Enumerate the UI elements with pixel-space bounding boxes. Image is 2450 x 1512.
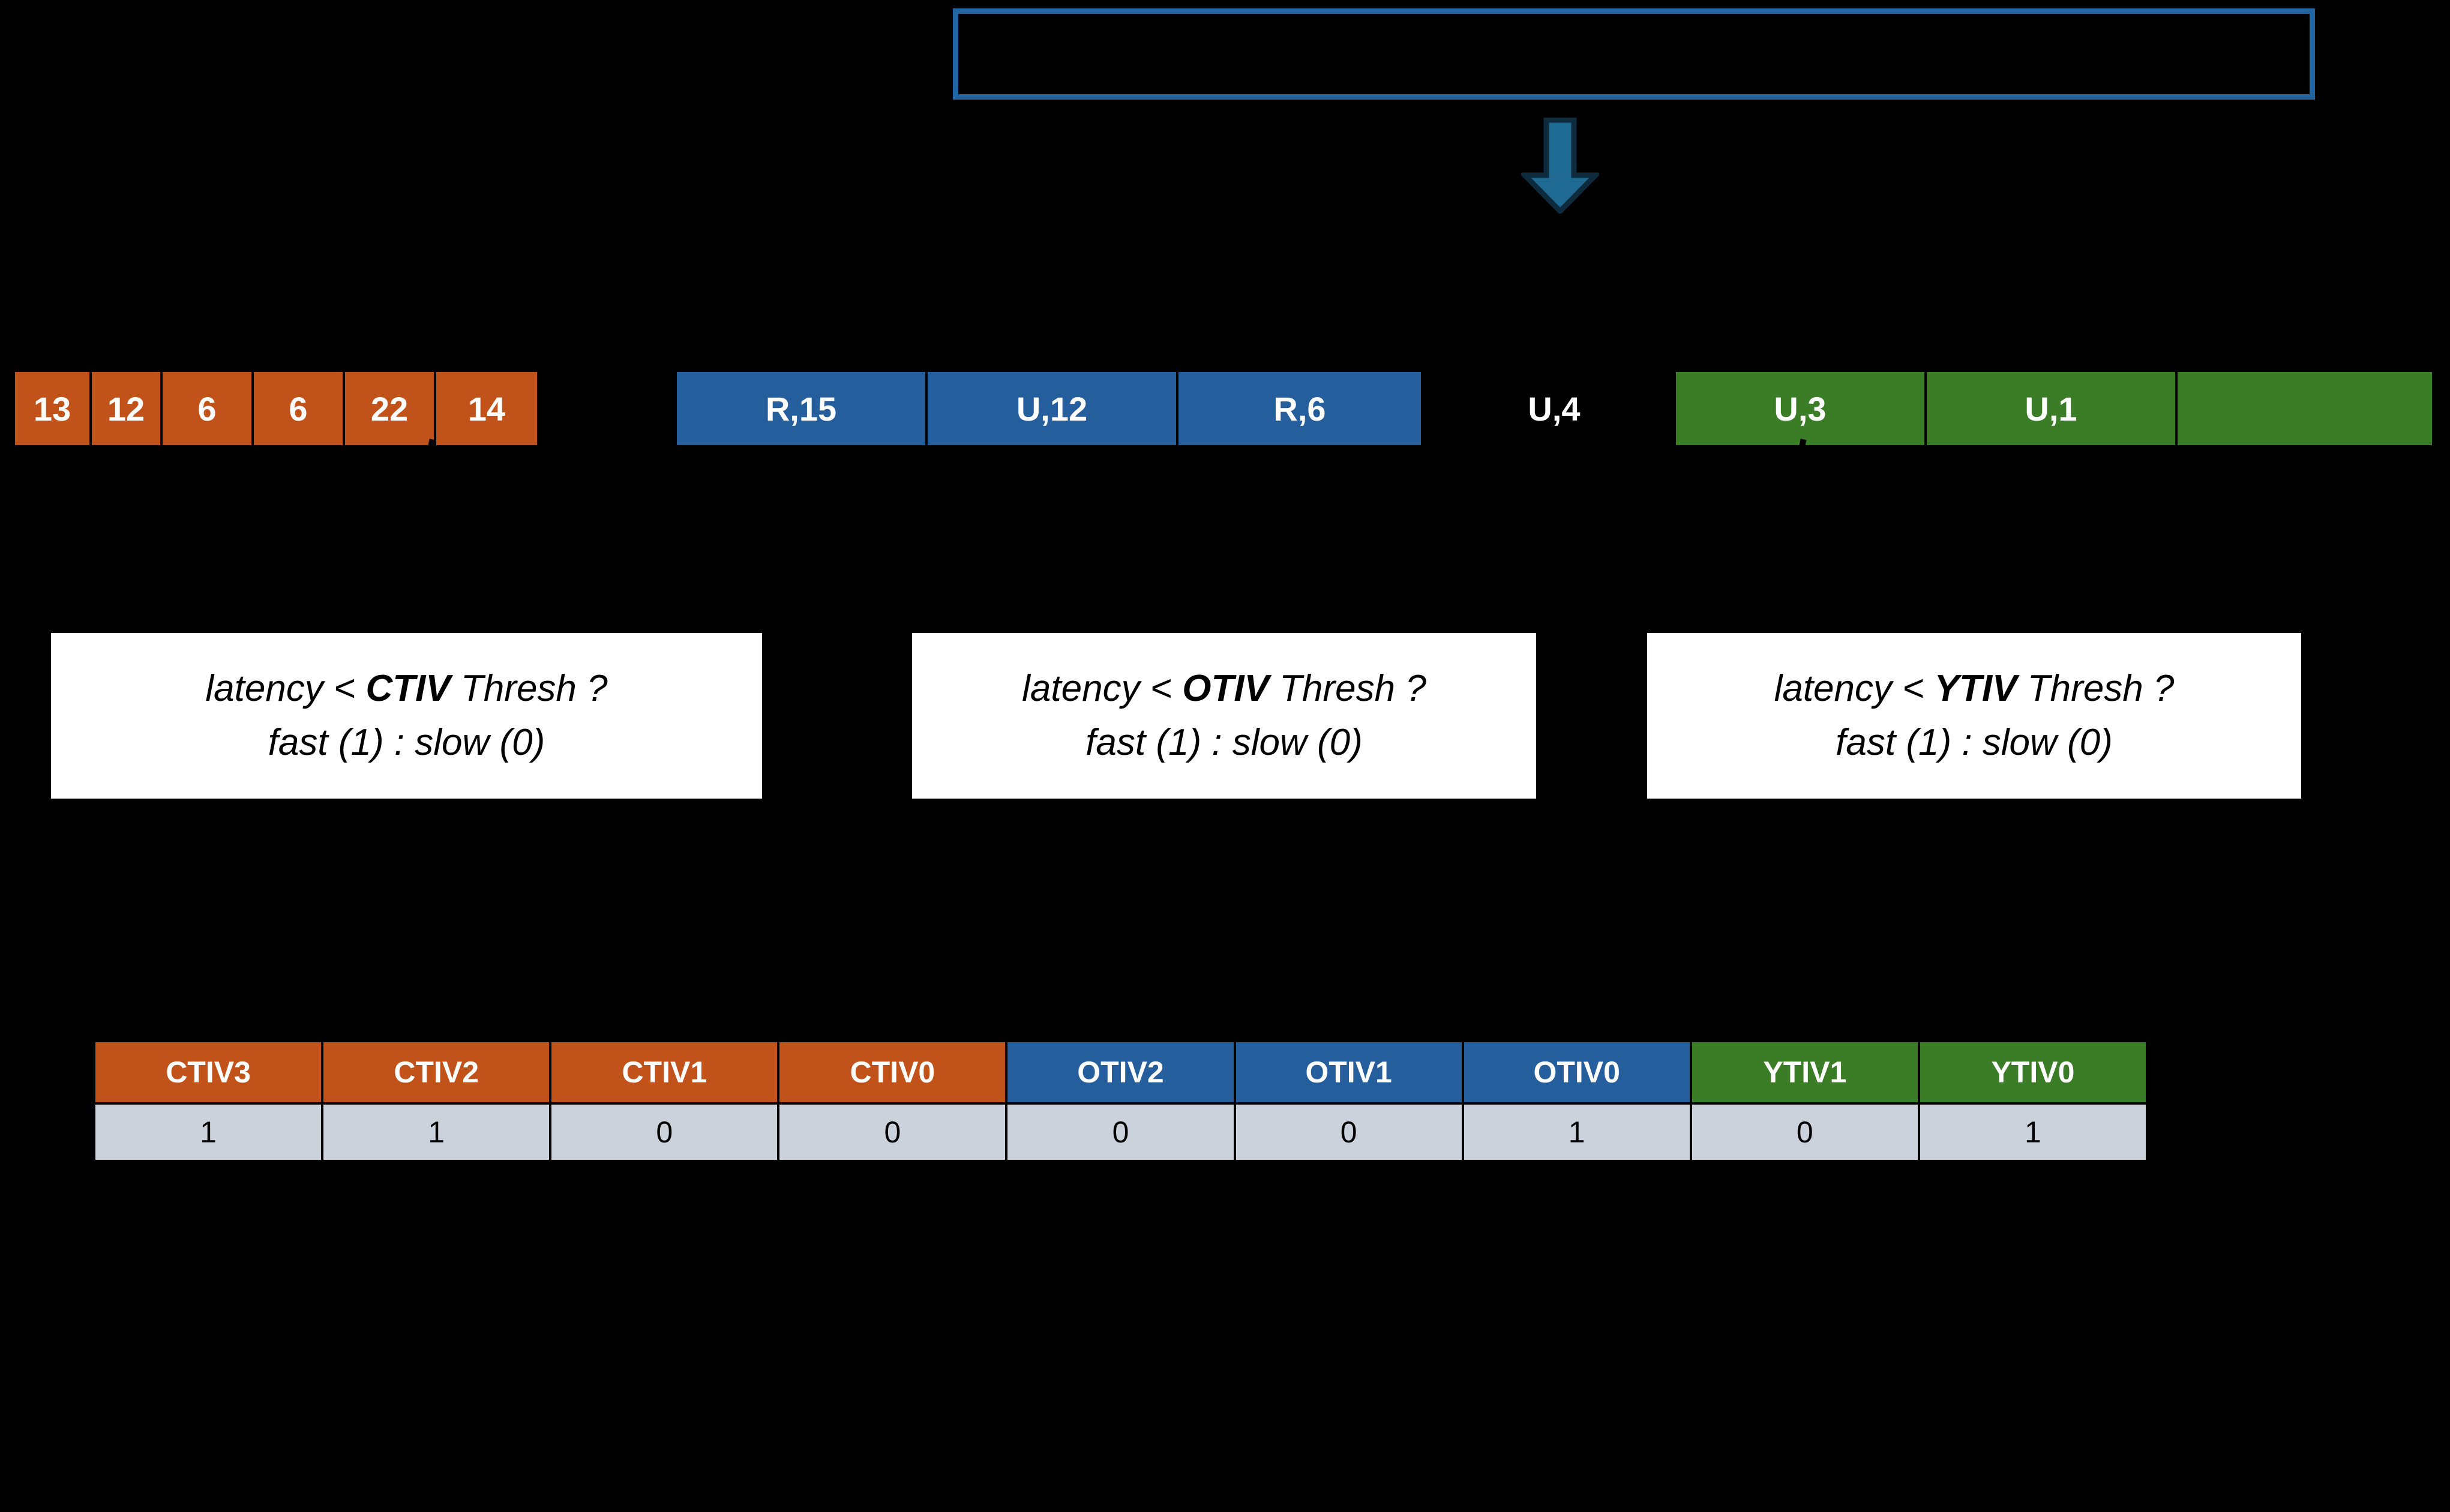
condition-metric: YTIV: [1934, 668, 2017, 710]
table-value-cell: 1: [321, 1102, 552, 1162]
table-header-row: CTIV3 CTIV2 CTIV1 CTIV0 OTIV2 OTIV1 OTIV…: [92, 1040, 2149, 1105]
table-header-cell: CTIV2: [321, 1040, 552, 1105]
sequence-cell: 13: [15, 372, 92, 445]
condition-line-2: fast (1) : slow (0): [1836, 722, 2113, 763]
sequence-cell: 12: [92, 372, 163, 445]
table-header-cell: YTIV1: [1689, 1040, 1920, 1105]
table-header-cell: OTIV2: [1005, 1040, 1236, 1105]
sequence-cell: 22: [345, 372, 436, 445]
table-value-cell: 1: [1461, 1102, 1692, 1162]
condition-suffix: Thresh ?: [450, 668, 608, 710]
condition-metric: CTIV: [365, 668, 451, 710]
table-value-cell: 0: [549, 1102, 780, 1162]
condition-line-1: latency < OTIV Thresh ?: [1022, 662, 1426, 716]
arrow-down-icon: [1518, 117, 1602, 215]
table-value-cell: 0: [777, 1102, 1008, 1162]
sequence-cell: [2178, 372, 2432, 445]
condition-prefix: latency <: [1022, 668, 1183, 710]
condition-box-ctiv: latency < CTIV Thresh ? fast (1) : slow …: [51, 633, 762, 799]
table-header-cell: YTIV0: [1917, 1040, 2149, 1105]
table-header-cell: CTIV1: [549, 1040, 780, 1105]
sequence-cell: 14: [436, 372, 537, 445]
header-outline-box: [953, 8, 2315, 100]
header-box-label: [958, 14, 2310, 94]
table-value-cell: 1: [1917, 1102, 2149, 1162]
condition-box-otiv: latency < OTIV Thresh ? fast (1) : slow …: [912, 633, 1536, 799]
condition-suffix: Thresh ?: [2017, 668, 2175, 710]
sequence-group-unboxed: U,4: [1440, 372, 1668, 445]
sequence-cell: 6: [254, 372, 345, 445]
result-table: CTIV3 CTIV2 CTIV1 CTIV0 OTIV2 OTIV1 OTIV…: [92, 1040, 2149, 1162]
condition-prefix: latency <: [205, 668, 366, 710]
sequence-cell: U,3: [1676, 372, 1927, 445]
sequence-group-ctiv: 13 12 6 6 22 14: [15, 372, 567, 445]
sequence-row: 13 12 6 6 22 14 R,15 U,12 R,6 U,4 U,3 U,…: [0, 372, 2450, 455]
table-header-cell: CTIV0: [777, 1040, 1008, 1105]
condition-prefix: latency <: [1774, 668, 1935, 710]
sequence-cell: R,6: [1178, 372, 1421, 445]
condition-line-2: fast (1) : slow (0): [268, 722, 545, 763]
table-value-cell: 0: [1005, 1102, 1236, 1162]
sequence-cell: R,15: [677, 372, 928, 445]
sequence-cell: U,1: [1927, 372, 2178, 445]
sequence-cell: U,4: [1440, 372, 1668, 445]
table-value-row: 1 1 0 0 0 0 1 0 1: [92, 1102, 2149, 1162]
table-header-cell: OTIV0: [1461, 1040, 1692, 1105]
sequence-cell: U,12: [928, 372, 1178, 445]
condition-box-ytiv: latency < YTIV Thresh ? fast (1) : slow …: [1647, 633, 2301, 799]
condition-line-2: fast (1) : slow (0): [1085, 722, 1363, 763]
sequence-cell: 6: [163, 372, 254, 445]
table-header-cell: OTIV1: [1233, 1040, 1464, 1105]
table-value-cell: 0: [1233, 1102, 1464, 1162]
table-header-cell: CTIV3: [92, 1040, 324, 1105]
condition-metric: OTIV: [1182, 668, 1269, 710]
condition-line-1: latency < YTIV Thresh ?: [1774, 662, 2175, 716]
table-value-cell: 1: [92, 1102, 324, 1162]
condition-suffix: Thresh ?: [1269, 668, 1426, 710]
condition-line-1: latency < CTIV Thresh ?: [205, 662, 607, 716]
sequence-group-ytiv: U,3 U,1: [1676, 372, 2432, 445]
table-value-cell: 0: [1689, 1102, 1920, 1162]
sequence-group-otiv: R,15 U,12 R,6: [677, 372, 1421, 445]
